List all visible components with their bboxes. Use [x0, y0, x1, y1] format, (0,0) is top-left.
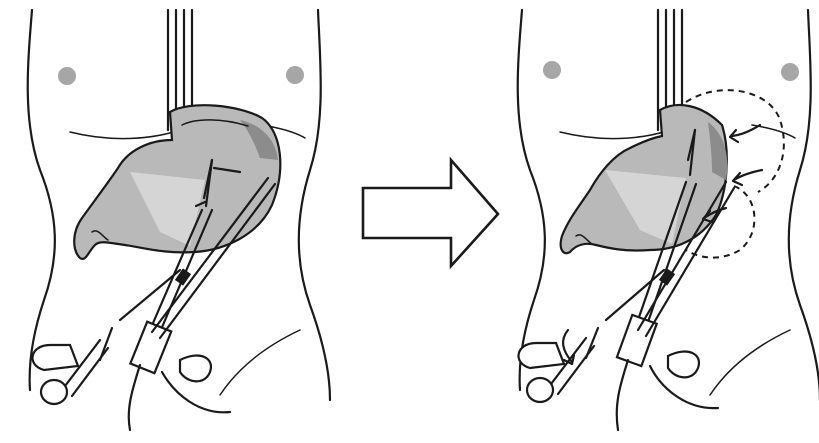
stomach-right	[561, 90, 784, 257]
stomach-left	[74, 105, 280, 259]
nipple-right	[286, 66, 304, 84]
panel-before	[28, 10, 330, 430]
right-arrow-icon	[363, 160, 498, 266]
nipple-left-2	[543, 61, 561, 79]
panel-after	[518, 10, 819, 430]
nipple-left	[58, 67, 76, 85]
nipple-right-2	[781, 63, 799, 81]
curved-arrow-icon	[563, 330, 574, 364]
